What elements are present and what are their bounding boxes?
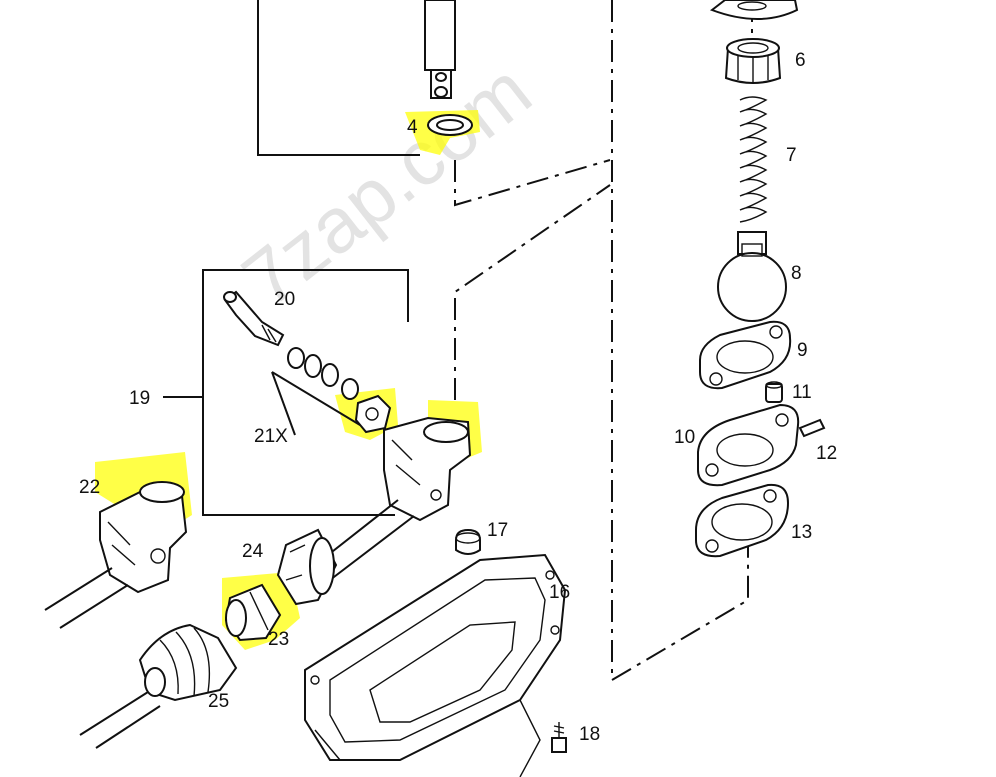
part-22-yoke — [44, 481, 188, 629]
part-9-gasket — [699, 320, 792, 390]
leader-21x-a — [271, 371, 361, 426]
callout-12: 12 — [816, 443, 837, 464]
centerline-middle — [454, 184, 611, 400]
callout-21x: 21X — [254, 426, 288, 447]
part-10-housing — [697, 403, 800, 487]
part-25-boot — [79, 623, 238, 749]
part-23-bushing — [224, 583, 282, 642]
part-17-plug — [455, 528, 481, 555]
part-11-pin — [765, 381, 783, 403]
callout-20: 20 — [274, 289, 295, 310]
callout-9: 9 — [797, 340, 808, 361]
callout-18: 18 — [579, 724, 600, 745]
part-13-gasket — [695, 483, 790, 558]
callout-10: 10 — [674, 427, 695, 448]
callout-19: 19 — [129, 388, 150, 409]
part-cap-top — [709, 0, 799, 20]
part-20-pin — [223, 290, 285, 347]
leader-21x-b — [271, 371, 296, 436]
part-24-bushing — [276, 528, 338, 606]
group-box-top — [257, 0, 420, 156]
callout-22: 22 — [79, 477, 100, 498]
part-8-ball — [717, 231, 787, 322]
part-6-nut — [724, 38, 782, 84]
callout-8: 8 — [791, 263, 802, 284]
part-12-pin — [798, 418, 826, 438]
centerline-right-frame — [611, 0, 749, 682]
callout-7: 7 — [786, 145, 797, 166]
callout-16: 16 — [549, 582, 570, 603]
callout-11: 11 — [792, 382, 812, 403]
part-7-spring — [739, 96, 768, 223]
callout-23: 23 — [268, 629, 289, 650]
callout-4: 4 — [407, 117, 418, 138]
centerline-top — [454, 159, 611, 207]
part-19-yoke — [313, 416, 472, 581]
group-box-19 — [202, 269, 409, 516]
part-21x-rings — [287, 347, 392, 434]
callout-6: 6 — [795, 50, 806, 71]
callout-25: 25 — [208, 691, 229, 712]
part-shaft-upper — [424, 0, 456, 99]
watermark: 7zap.com — [226, 46, 547, 324]
part-4-washer — [427, 114, 473, 136]
part-16-housing — [304, 553, 567, 777]
callout-13: 13 — [791, 522, 812, 543]
callout-24: 24 — [242, 541, 264, 562]
callout-17: 17 — [487, 520, 508, 541]
part-18-bolt — [551, 722, 567, 753]
